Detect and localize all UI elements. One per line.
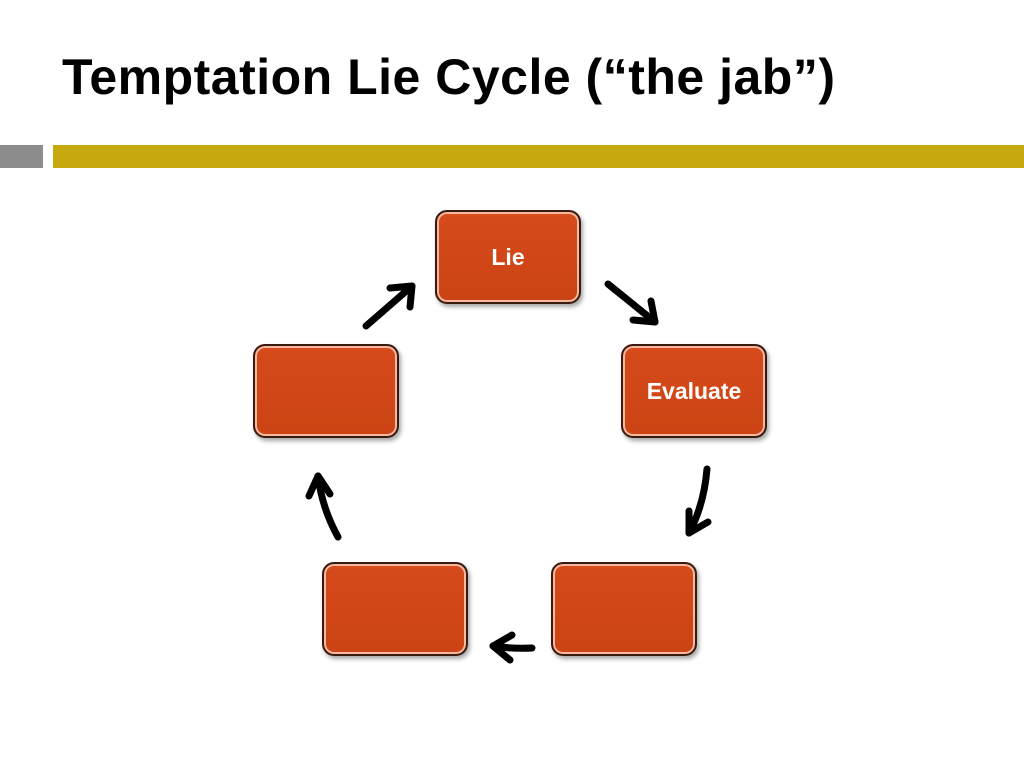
title-side-bar: [0, 145, 43, 168]
title-accent-bar: [53, 145, 1024, 168]
arrow-down-icon: [685, 465, 712, 537]
cycle-step-evaluate: Evaluate: [621, 344, 767, 438]
arrow-right-down-icon: [604, 280, 659, 326]
cycle-step-label: Lie: [491, 243, 525, 270]
cycle-step-label: Evaluate: [646, 377, 742, 404]
cycle-step-bottom-left: [322, 562, 468, 656]
cycle-step-lie: Lie: [435, 210, 581, 304]
arrow-up-icon: [305, 472, 342, 541]
arrow-right-up-icon: [362, 282, 416, 330]
arrow-left-icon: [489, 631, 536, 664]
cycle-step-bottom-right: [551, 562, 697, 656]
slide-title: Temptation Lie Cycle (“the jab”): [62, 49, 836, 105]
cycle-step-left: [253, 344, 399, 438]
